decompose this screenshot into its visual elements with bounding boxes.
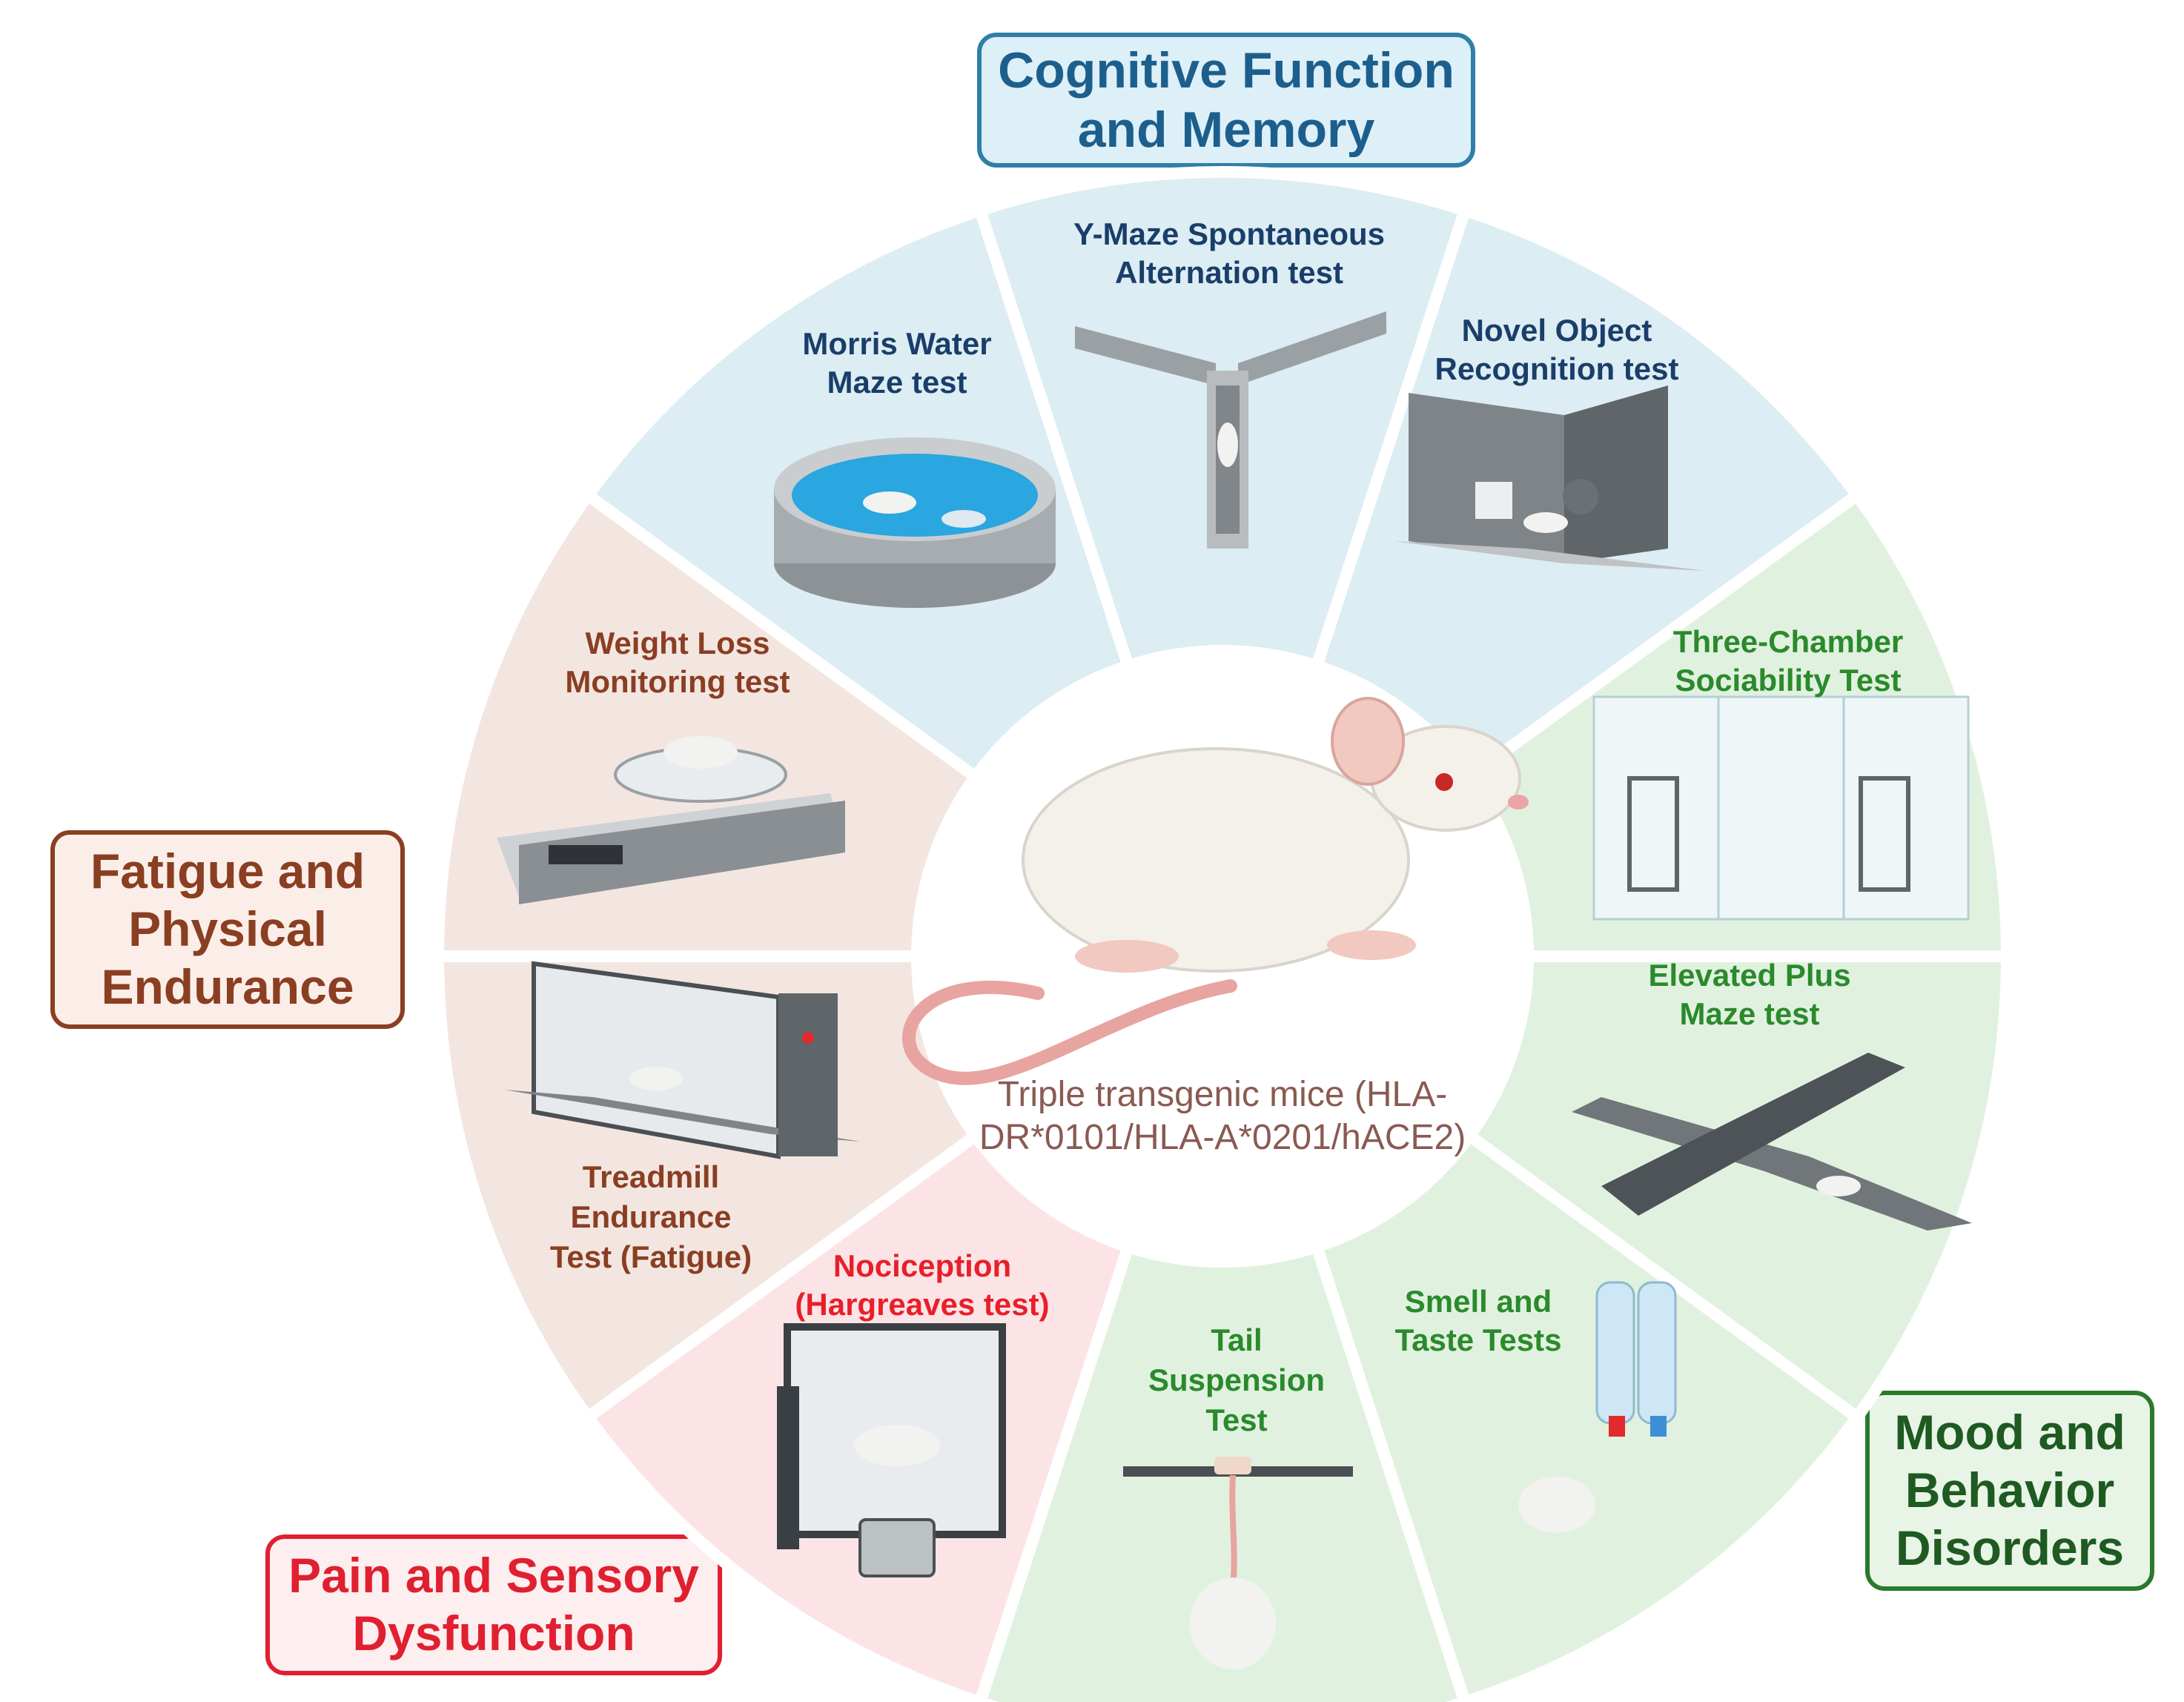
nociception-label-line-1: Nociception [833, 1248, 1011, 1283]
novel-object-label-line-1: Novel Object [1462, 313, 1652, 348]
novel-object-arena-icon [1394, 385, 1705, 571]
tail-suspension-label-line-2: Suspension [1148, 1362, 1325, 1397]
nociception-label-line-2: (Hargreaves test) [795, 1287, 1049, 1322]
hargreaves-apparatus-icon [777, 1323, 1006, 1577]
smell-taste-label-line-2: Taste Tests [1395, 1322, 1562, 1357]
weight-scale-icon [497, 736, 845, 904]
category-fatigue-box: Fatigue and Physical Endurance [50, 830, 405, 1029]
category-pain-line-1: Pain and Sensory [288, 1548, 699, 1603]
three-chamber-box-icon [1592, 695, 1970, 921]
novel-object-label-line-2: Recognition test [1435, 351, 1678, 386]
tail-suspension-label-line-3: Test [1205, 1403, 1267, 1437]
nociception-label: Nociception (Hargreaves test) [795, 1248, 1049, 1322]
treadmill-label-line-3: Test (Fatigue) [550, 1239, 752, 1274]
category-mood-line-2: Behavior [1905, 1463, 2115, 1518]
category-cognitive-function-box: Cognitive Function and Memory [977, 33, 1475, 168]
smell-taste-label-line-1: Smell and [1405, 1284, 1552, 1319]
weight-loss-label-line-2: Monitoring test [565, 664, 790, 699]
category-mood-box: Mood and Behavior Disorders [1865, 1391, 2154, 1591]
category-fatigue-line-3: Endurance [101, 958, 354, 1014]
y-maze-icon [1075, 311, 1386, 549]
center-mouse-label-line-1: Triple transgenic mice (HLA- [998, 1075, 1447, 1114]
elevated-plus-maze-label-line-2: Maze test [1679, 996, 1819, 1031]
category-fatigue-line-2: Physical [128, 901, 327, 957]
three-chamber-label-line-1: Three-Chamber [1673, 624, 1903, 659]
treadmill-icon [504, 961, 860, 1159]
y-maze-label-line-2: Alternation test [1115, 255, 1343, 290]
category-cognitive-line-1: Cognitive Function [998, 42, 1455, 99]
category-pain-box: Pain and Sensory Dysfunction [265, 1534, 722, 1675]
morris-water-maze-icon [774, 437, 1056, 608]
tail-suspension-icon [1123, 1457, 1353, 1669]
category-pain-line-2: Dysfunction [352, 1606, 635, 1660]
category-mood-line-1: Mood and [1894, 1405, 2125, 1460]
category-fatigue-line-1: Fatigue and [90, 844, 365, 899]
category-mood-line-3: Disorders [1895, 1520, 2125, 1575]
tail-suspension-label-line-1: Tail [1211, 1322, 1262, 1357]
y-maze-label-line-1: Y-Maze Spontaneous [1073, 216, 1385, 251]
treadmill-label-line-2: Endurance [570, 1199, 731, 1234]
elevated-plus-maze-icon [1572, 1053, 1972, 1231]
center-mouse-label: Triple transgenic mice (HLA- DR*0101/HLA-… [979, 1075, 1466, 1157]
three-chamber-label-line-2: Sociability Test [1675, 663, 1902, 698]
category-cognitive-line-2: and Memory [1077, 102, 1375, 158]
water-bottles-icon [1518, 1281, 1677, 1533]
morris-water-maze-label-line-2: Maze test [827, 365, 967, 400]
elevated-plus-maze-label-line-1: Elevated Plus [1648, 958, 1850, 993]
center-mouse-label-line-2: DR*0101/HLA-A*0201/hACE2) [979, 1118, 1466, 1157]
morris-water-maze-label-line-1: Morris Water [802, 326, 991, 361]
treadmill-label-line-1: Treadmill [583, 1159, 719, 1194]
weight-loss-label-line-1: Weight Loss [586, 626, 770, 660]
transgenic-mouse-illustration [902, 697, 1529, 1085]
